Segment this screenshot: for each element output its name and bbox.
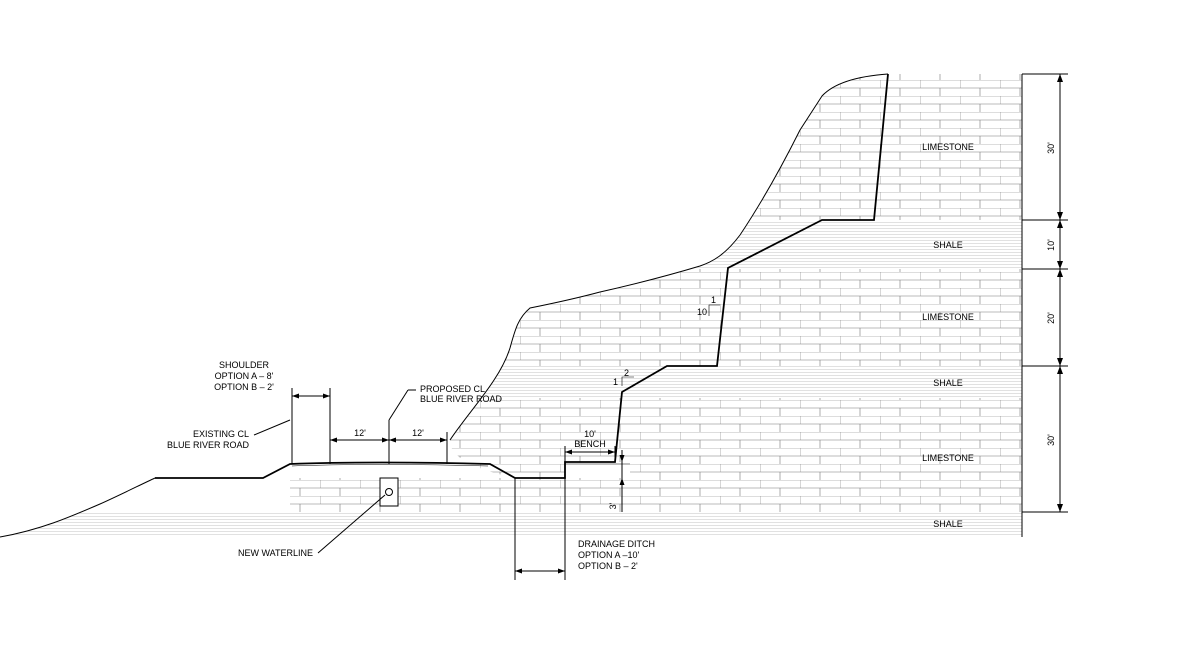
layer-label-1: LIMESTONE (922, 142, 974, 152)
bench-label: BENCH (574, 439, 606, 449)
layer-label-6: SHALE (933, 519, 963, 529)
thickness-label-5: 30' (1046, 434, 1056, 446)
layer-label-5: LIMESTONE (922, 453, 974, 463)
road-surface (155, 461, 516, 479)
drainage-option-b: OPTION B – 2' (578, 561, 638, 571)
shoulder-dimension: SHOULDER OPTION A – 8' OPTION B – 2' (214, 360, 331, 464)
waterline-pipe (385, 488, 393, 496)
slope-lower-run: 1 (613, 377, 618, 387)
limestone-layer-3 (450, 398, 1022, 478)
layer-label-3: LIMESTONE (922, 312, 974, 322)
bench-width: 10' (584, 429, 596, 439)
slope-indicator-lower: 2 1 (613, 368, 634, 387)
ditch-depth-label: 3' (608, 502, 618, 509)
proposed-cl-label: PROPOSED CL (420, 384, 485, 394)
existing-cl-callout: EXISTING CL BLUE RIVER ROAD (167, 419, 291, 450)
layer-label-2: SHALE (933, 240, 963, 250)
ground-mass (0, 478, 1022, 537)
layer-labels: LIMESTONE SHALE LIMESTONE SHALE LIMESTON… (922, 142, 974, 529)
layer-label-4: SHALE (933, 378, 963, 388)
waterline-label: NEW WATERLINE (238, 548, 313, 558)
shale-layer-3 (0, 512, 1022, 537)
natural-ground-line (449, 73, 889, 441)
proposed-cl-callout: PROPOSED CL BLUE RIVER ROAD (388, 384, 503, 421)
proposed-cl-road: BLUE RIVER ROAD (420, 394, 503, 404)
shale-layer-2 (450, 366, 1022, 398)
bench-dimension: 10' BENCH (564, 429, 616, 462)
lane-right-width: 12' (412, 428, 424, 438)
road-surface-layer (291, 464, 489, 467)
existing-cl-road: BLUE RIVER ROAD (167, 440, 250, 450)
natural-ground-line-left (0, 477, 156, 538)
slope-indicator-upper: 1 10 (697, 295, 720, 317)
limestone-layer-3-lower (290, 478, 1022, 512)
slope-upper-rise: 1 (711, 295, 716, 305)
thickness-label-3: 20' (1046, 312, 1056, 324)
drainage-ditch-dimension: DRAINAGE DITCH OPTION A –10' OPTION B – … (514, 478, 655, 580)
lane-left-width: 12' (354, 428, 366, 438)
drainage-option-a: OPTION A –10' (578, 550, 640, 560)
lane-dimensions: 12' 12' (330, 420, 448, 464)
shoulder-option-b: OPTION B – 2' (214, 382, 274, 392)
slope-upper-run: 10 (697, 307, 707, 317)
shoulder-title: SHOULDER (219, 360, 270, 370)
thickness-label-1: 30' (1046, 142, 1056, 154)
waterline-callout: NEW WATERLINE (238, 494, 386, 558)
drainage-title: DRAINAGE DITCH (578, 539, 655, 549)
rock-mass (450, 74, 1022, 478)
ditch-depth-dimension: 3' (608, 450, 625, 512)
existing-cl-label: EXISTING CL (193, 429, 249, 439)
thickness-label-2: 10' (1046, 239, 1056, 251)
shoulder-option-a: OPTION A – 8' (215, 371, 274, 381)
proposed-cut-profile (515, 73, 889, 479)
slope-lower-rise: 2 (624, 368, 629, 378)
layer-thickness-dimensions: 30' 10' 20' 30' (1022, 73, 1068, 513)
